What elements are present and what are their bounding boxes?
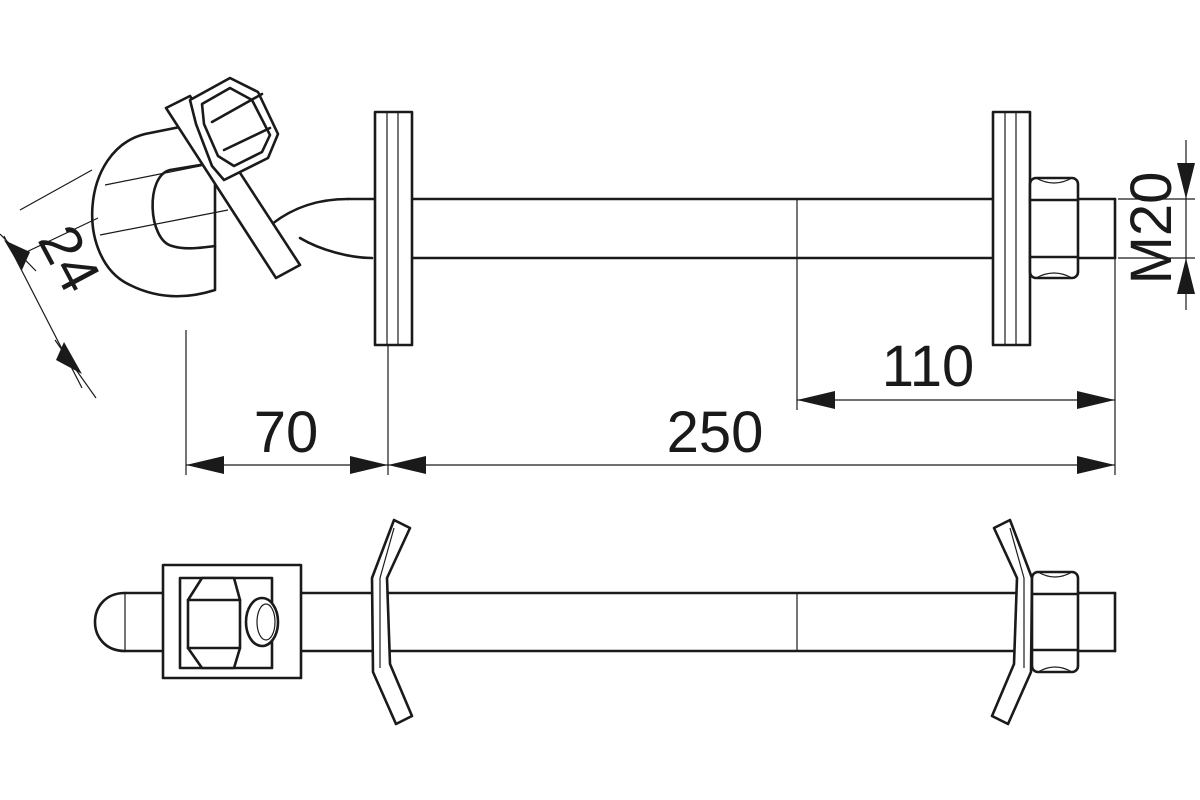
plan-right-hex-nut: [1030, 570, 1080, 674]
dim-m20: M20: [1119, 140, 1195, 310]
plan-rod-end: [93, 591, 127, 653]
plan-rod-tip: [244, 596, 280, 648]
dim-110: 110: [797, 334, 1115, 409]
dim-70-label: 70: [254, 400, 319, 465]
top-view: 70 250 110 M20 24: [0, 76, 1195, 475]
dim-m20-label: M20: [1119, 172, 1184, 285]
plan-left-washer: [370, 518, 414, 726]
plan-hook-block: [161, 563, 303, 680]
hook-washer: [164, 94, 302, 280]
plan-hex-nut: [186, 576, 242, 670]
right-washer: [991, 110, 1032, 347]
right-hex-nut: [1028, 176, 1080, 280]
hook-loop: [90, 118, 231, 298]
hook-hex-nut: [188, 76, 280, 182]
dim-24: 24: [3, 215, 113, 389]
plan-right-washer: [990, 518, 1034, 726]
dim-110-label: 110: [882, 334, 974, 399]
dim-70: 70: [186, 400, 388, 474]
rod-bend: [270, 197, 374, 260]
dim-250: 250: [388, 400, 1115, 474]
bottom-view: [93, 518, 1117, 726]
dim-250-label: 250: [667, 400, 764, 465]
left-washer: [373, 110, 414, 347]
